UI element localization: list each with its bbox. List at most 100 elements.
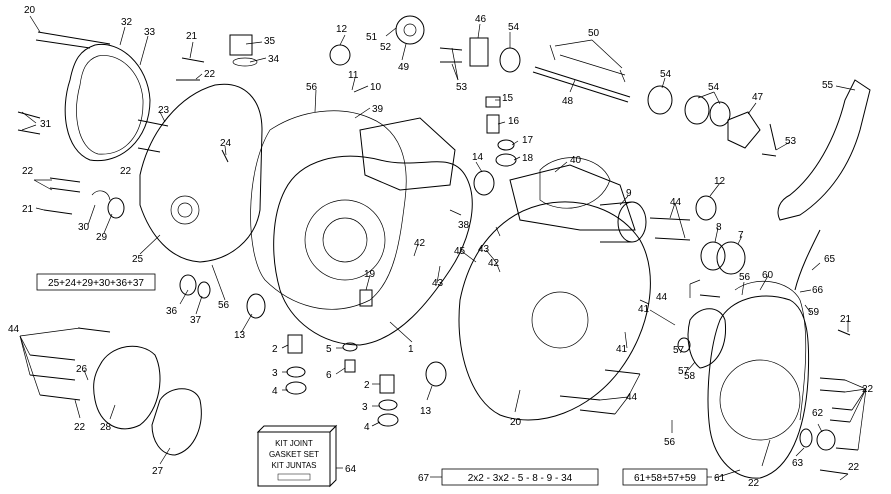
callout-54: 54 <box>708 82 720 93</box>
callout-22: 22 <box>848 462 860 473</box>
callout-61-ref: 61 <box>714 473 726 484</box>
callout-43: 43 <box>432 278 444 289</box>
center-gasket <box>250 110 407 310</box>
callout-45: 45 <box>454 246 466 257</box>
callout-64: 64 <box>345 464 357 475</box>
callout-15: 15 <box>502 93 514 104</box>
callout-56: 56 <box>218 300 230 311</box>
callout-7: 7 <box>738 230 744 241</box>
callout-50: 50 <box>588 28 600 39</box>
group-label-left: 25+24+29+30+36+37 <box>48 278 144 289</box>
callout-46: 46 <box>475 14 487 25</box>
callout-22: 22 <box>862 384 874 395</box>
callout-1: 1 <box>408 344 414 355</box>
kit-line-2: GASKET SET <box>269 450 319 459</box>
callout-36: 36 <box>166 306 178 317</box>
part-drawings <box>17 15 871 479</box>
callout-44: 44 <box>670 197 682 208</box>
callout-53: 53 <box>785 136 797 147</box>
callout-53: 53 <box>456 82 468 93</box>
callout-43: 43 <box>478 244 490 255</box>
callout-40: 40 <box>570 155 582 166</box>
callout-29: 29 <box>96 232 108 243</box>
gasket-kit-box: KIT JOINT GASKET SET KIT JUNTAS 64 <box>256 424 357 488</box>
callout-18: 18 <box>522 153 534 164</box>
callout-67: 67 <box>418 473 430 484</box>
callout-2: 2 <box>364 380 370 391</box>
callout-55: 55 <box>822 80 834 91</box>
callout-33: 33 <box>144 27 156 38</box>
callout-13: 13 <box>420 406 432 417</box>
callout-22: 22 <box>204 69 216 80</box>
callout-28: 28 <box>100 422 112 433</box>
callout-24: 24 <box>220 138 232 149</box>
cover-oring <box>76 55 144 155</box>
callout-56: 56 <box>739 272 751 283</box>
kit-line-1: KIT JOINT <box>275 439 313 448</box>
callout-31: 31 <box>40 119 52 130</box>
callout-52: 52 <box>380 42 392 53</box>
callout-22: 22 <box>748 478 760 489</box>
callout-6: 6 <box>326 370 332 381</box>
callout-27: 27 <box>152 466 164 477</box>
leader-lines <box>19 15 867 481</box>
callout-22: 22 <box>74 422 86 433</box>
callout-5: 5 <box>326 344 332 355</box>
callout-10: 10 <box>370 82 382 93</box>
callout-21: 21 <box>840 314 852 325</box>
callout-37: 37 <box>190 315 202 326</box>
callout-12: 12 <box>714 176 726 187</box>
callout-66: 66 <box>812 285 824 296</box>
callout-49: 49 <box>398 62 410 73</box>
callout-30: 30 <box>78 222 90 233</box>
callout-41: 41 <box>616 344 628 355</box>
callout-57: 57 <box>673 345 685 356</box>
callout-3: 3 <box>272 368 278 379</box>
callout-57: 57 <box>678 366 690 377</box>
callout-2: 2 <box>272 344 278 355</box>
callout-25: 25 <box>132 254 144 265</box>
callout-42: 42 <box>488 258 500 269</box>
callout-54: 54 <box>508 22 520 33</box>
callout-56: 56 <box>664 437 676 448</box>
group-label-bottom: 2x2 - 3x2 - 5 - 8 - 9 - 34 <box>468 473 573 484</box>
callout-3: 3 <box>362 402 368 413</box>
callout-48: 48 <box>562 96 574 107</box>
callout-labels: 2032333121222324222130292522353436375613… <box>8 5 874 489</box>
group-box-right: 61+58+57+59 61 <box>622 468 726 486</box>
callout-23: 23 <box>158 105 170 116</box>
callout-34: 34 <box>268 54 280 65</box>
callout-19: 19 <box>364 269 376 280</box>
callout-9: 9 <box>626 188 632 199</box>
callout-56: 56 <box>306 82 318 93</box>
callout-4: 4 <box>364 422 370 433</box>
callout-41: 41 <box>638 304 650 315</box>
callout-47: 47 <box>752 92 764 103</box>
group-box-left: 25+24+29+30+36+37 <box>36 273 156 291</box>
callout-17: 17 <box>522 135 534 146</box>
kickstart-lever <box>777 79 871 221</box>
callout-51: 51 <box>366 32 378 43</box>
callout-44: 44 <box>656 292 668 303</box>
callout-22: 22 <box>120 166 132 177</box>
callout-59: 59 <box>808 307 820 318</box>
group-label-right: 61+58+57+59 <box>634 473 696 484</box>
callout-39: 39 <box>372 104 384 115</box>
callout-26: 26 <box>76 364 88 375</box>
right-crankcase <box>458 201 651 421</box>
callout-44: 44 <box>8 324 20 335</box>
callout-54: 54 <box>660 69 672 80</box>
clutch-cover <box>64 43 151 162</box>
callout-12: 12 <box>336 24 348 35</box>
callout-22: 22 <box>22 166 34 177</box>
callout-11: 11 <box>348 70 359 81</box>
left-crankcase <box>273 155 473 346</box>
callout-32: 32 <box>121 17 133 28</box>
callout-38: 38 <box>458 220 470 231</box>
callout-8: 8 <box>716 222 722 233</box>
callout-13: 13 <box>234 330 246 341</box>
callout-14: 14 <box>472 152 484 163</box>
bolt-20 <box>37 31 111 45</box>
callout-20: 20 <box>24 5 36 16</box>
